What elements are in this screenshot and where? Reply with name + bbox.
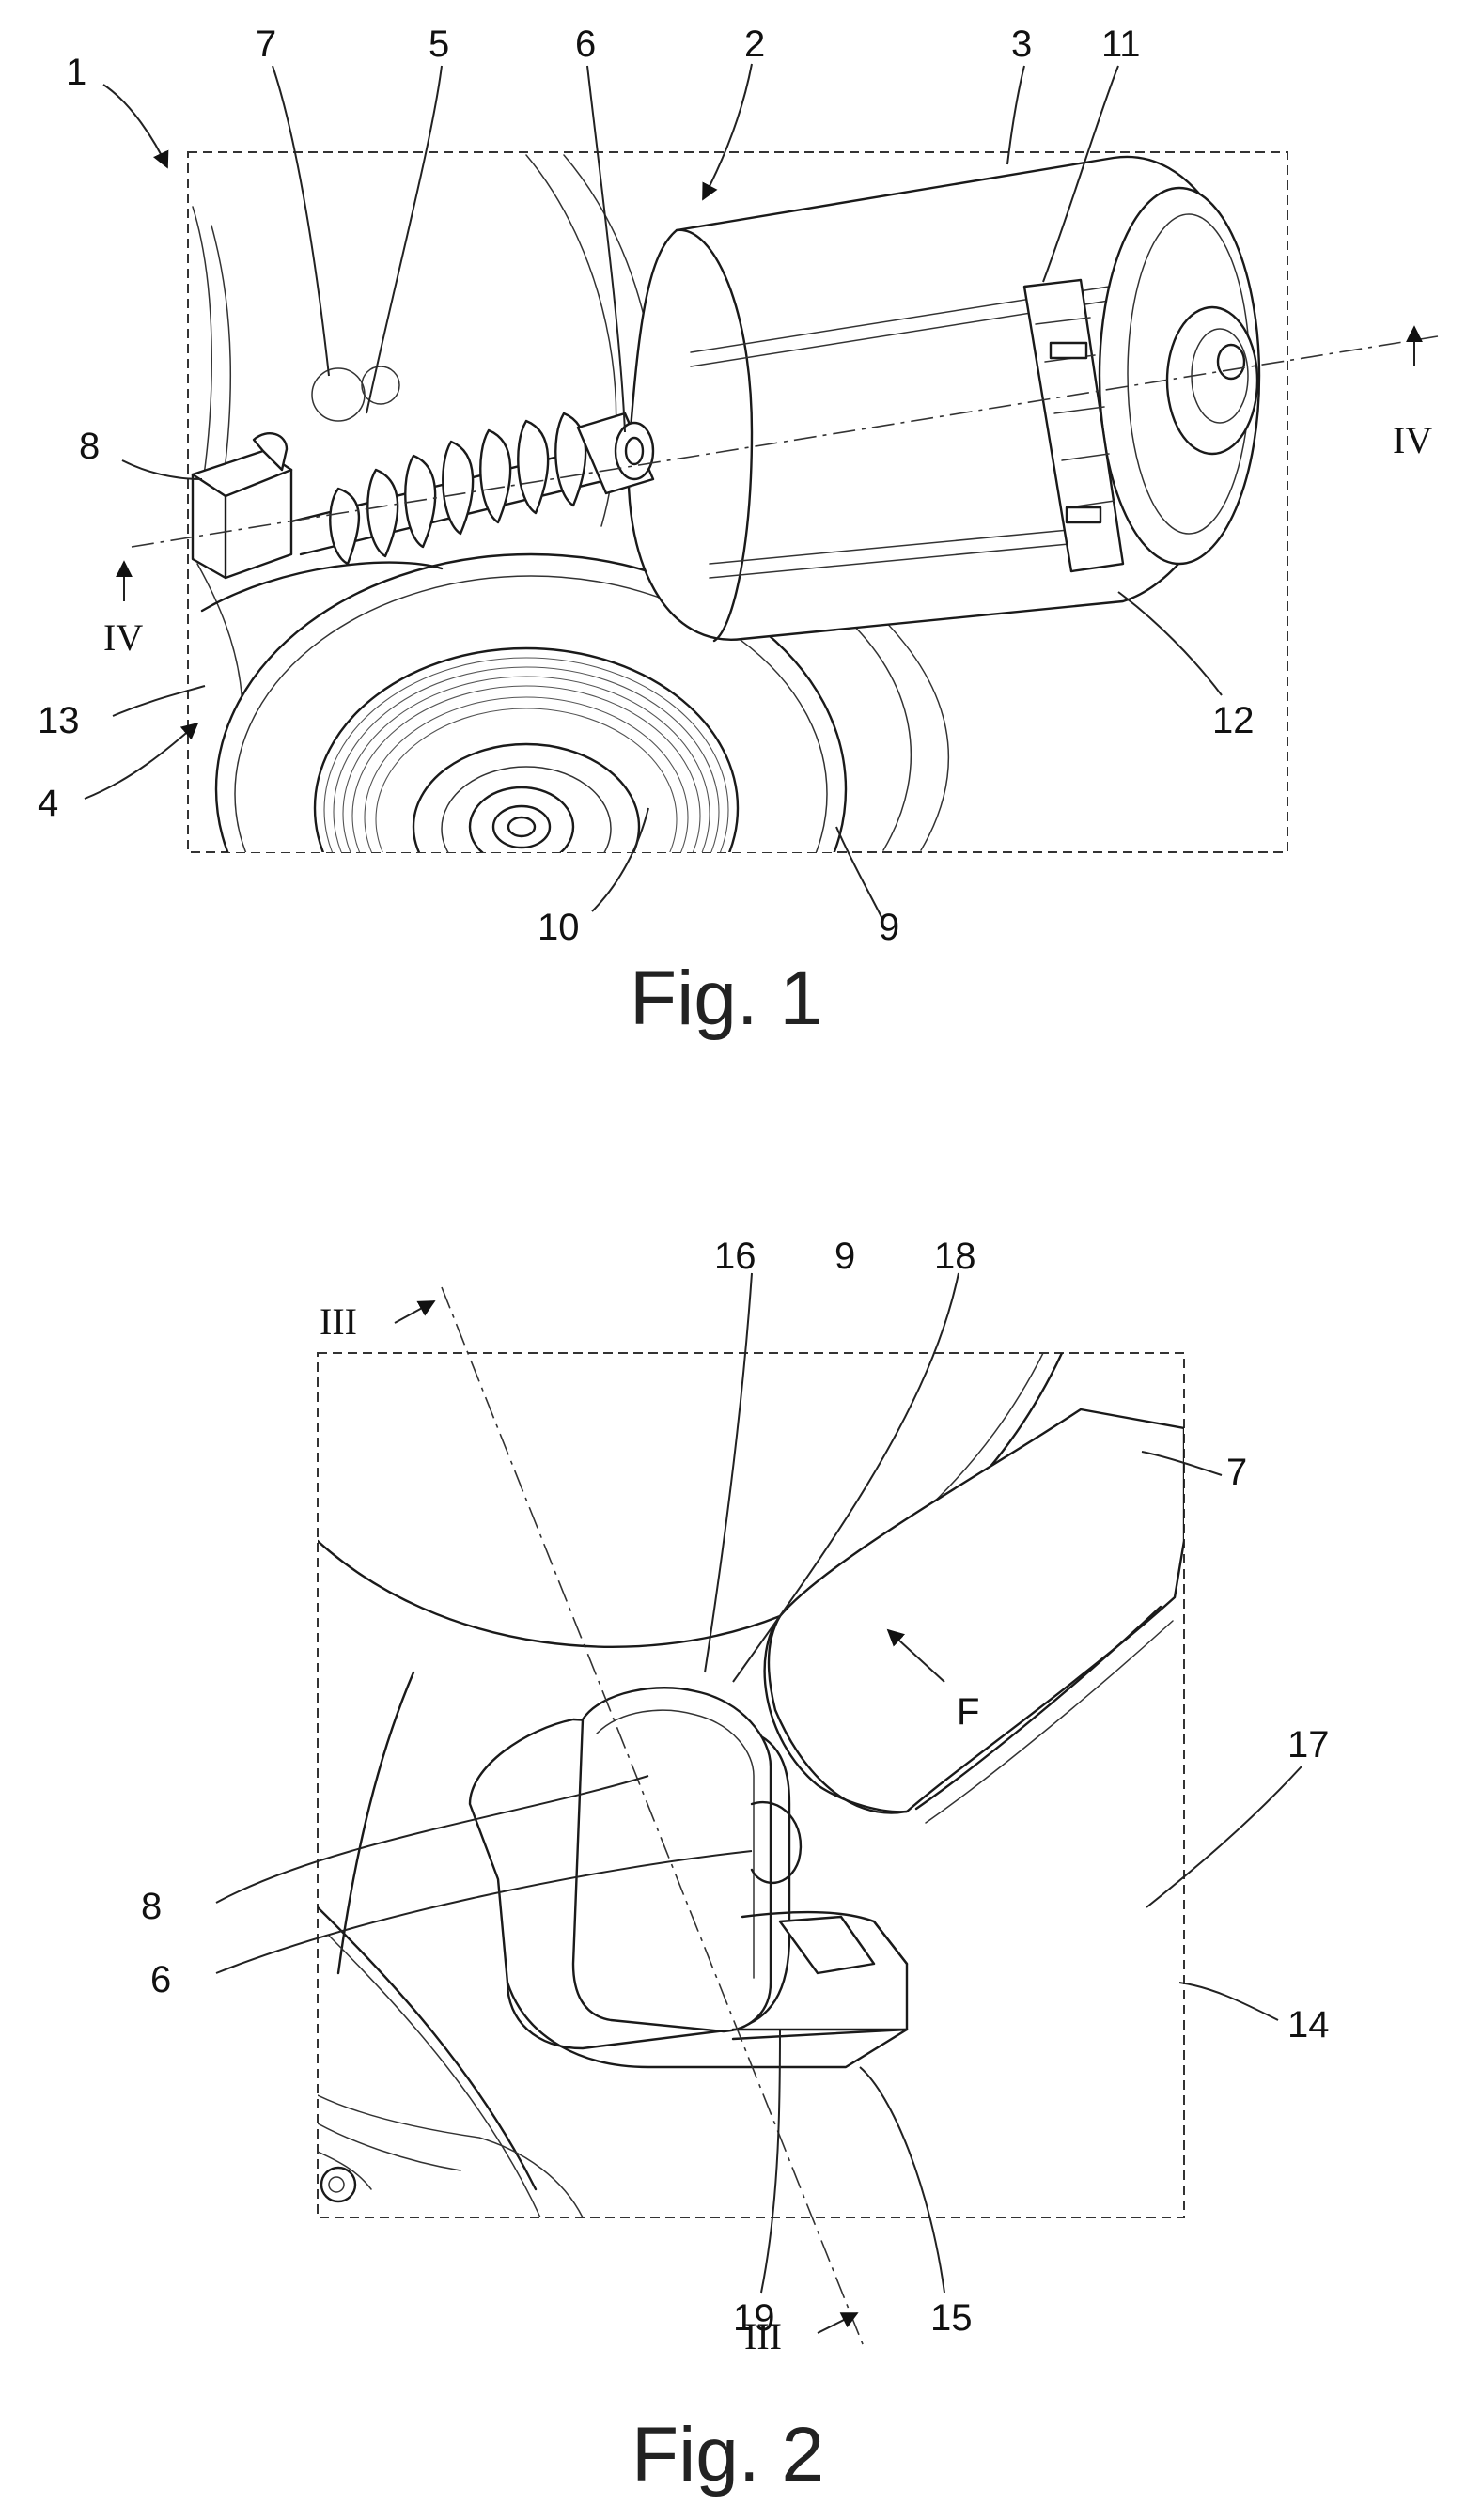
- left-edge-curve-2: [211, 226, 230, 498]
- label-17: 17: [1287, 1724, 1330, 1766]
- screw-head-inner: [329, 2177, 344, 2192]
- section-label-iv-right: IV: [1393, 419, 1432, 461]
- label-12: 12: [1212, 700, 1255, 741]
- label-2: 2: [744, 23, 765, 65]
- label-8: 8: [79, 426, 100, 467]
- label-7-fig2: 7: [1226, 1452, 1247, 1493]
- worm-shaft: [291, 366, 653, 564]
- label-15: 15: [930, 2297, 973, 2339]
- left-edge-curve: [193, 207, 211, 489]
- leader-2: [703, 64, 752, 199]
- leader-4: [85, 723, 197, 799]
- leader-16: [705, 1273, 752, 1672]
- leader-17: [1146, 1766, 1302, 1907]
- label-16: 16: [714, 1236, 756, 1277]
- label-1: 1: [66, 52, 86, 93]
- label-5: 5: [429, 23, 449, 65]
- section-arrow-bottom: [818, 2313, 857, 2333]
- worm-body: [769, 1409, 1184, 1813]
- label-14: 14: [1287, 2004, 1330, 2046]
- leader-15: [860, 2067, 944, 2293]
- figure-1: IV IV 1 2 3 11 5 7 6 8 12 13 4 10 9 Fig.…: [38, 23, 1438, 1041]
- label-9: 9: [879, 907, 899, 948]
- leader-8: [122, 460, 202, 479]
- label-6: 6: [575, 23, 596, 65]
- label-18: 18: [934, 1236, 976, 1277]
- section-label-iii-top: III: [320, 1300, 357, 1343]
- label-13: 13: [38, 700, 80, 741]
- figure-2: III III F 16 9 18 7 17 14 8 6 19 15 Fig.…: [141, 1236, 1330, 2497]
- fig1-drawing: [193, 155, 1259, 1024]
- electric-motor: [629, 157, 1259, 641]
- screw-head: [321, 2168, 355, 2201]
- leader-5: [366, 66, 442, 413]
- fig2-drawing: [318, 1353, 1184, 2217]
- section-label-iv-left: IV: [103, 616, 143, 659]
- base-curve: [318, 2095, 583, 2217]
- section-arrow-top: [395, 1301, 434, 1323]
- label-3: 3: [1011, 23, 1032, 65]
- label-11: 11: [1101, 23, 1141, 65]
- bearing-block: [193, 433, 291, 578]
- label-7: 7: [256, 23, 276, 65]
- label-4: 4: [38, 783, 58, 824]
- leader-19: [761, 2030, 780, 2293]
- label-9-fig2: 9: [834, 1236, 855, 1277]
- leader-1: [103, 85, 167, 167]
- leader-12: [1118, 592, 1222, 695]
- leader-9: [836, 827, 883, 921]
- leader-13: [113, 686, 205, 716]
- leader-6: [587, 66, 625, 432]
- leader-3: [1007, 66, 1024, 164]
- leader-7: [273, 66, 329, 376]
- label-6-fig2: 6: [150, 1959, 171, 2000]
- figure-1-caption: Fig. 1: [630, 956, 822, 1041]
- figure-2-caption: Fig. 2: [632, 2412, 824, 2497]
- housing-curve-4: [865, 601, 948, 850]
- label-8-fig2: 8: [141, 1886, 162, 1927]
- label-f: F: [957, 1691, 979, 1733]
- leader-14: [1179, 1983, 1278, 2020]
- label-10: 10: [538, 907, 580, 948]
- label-19: 19: [733, 2297, 775, 2339]
